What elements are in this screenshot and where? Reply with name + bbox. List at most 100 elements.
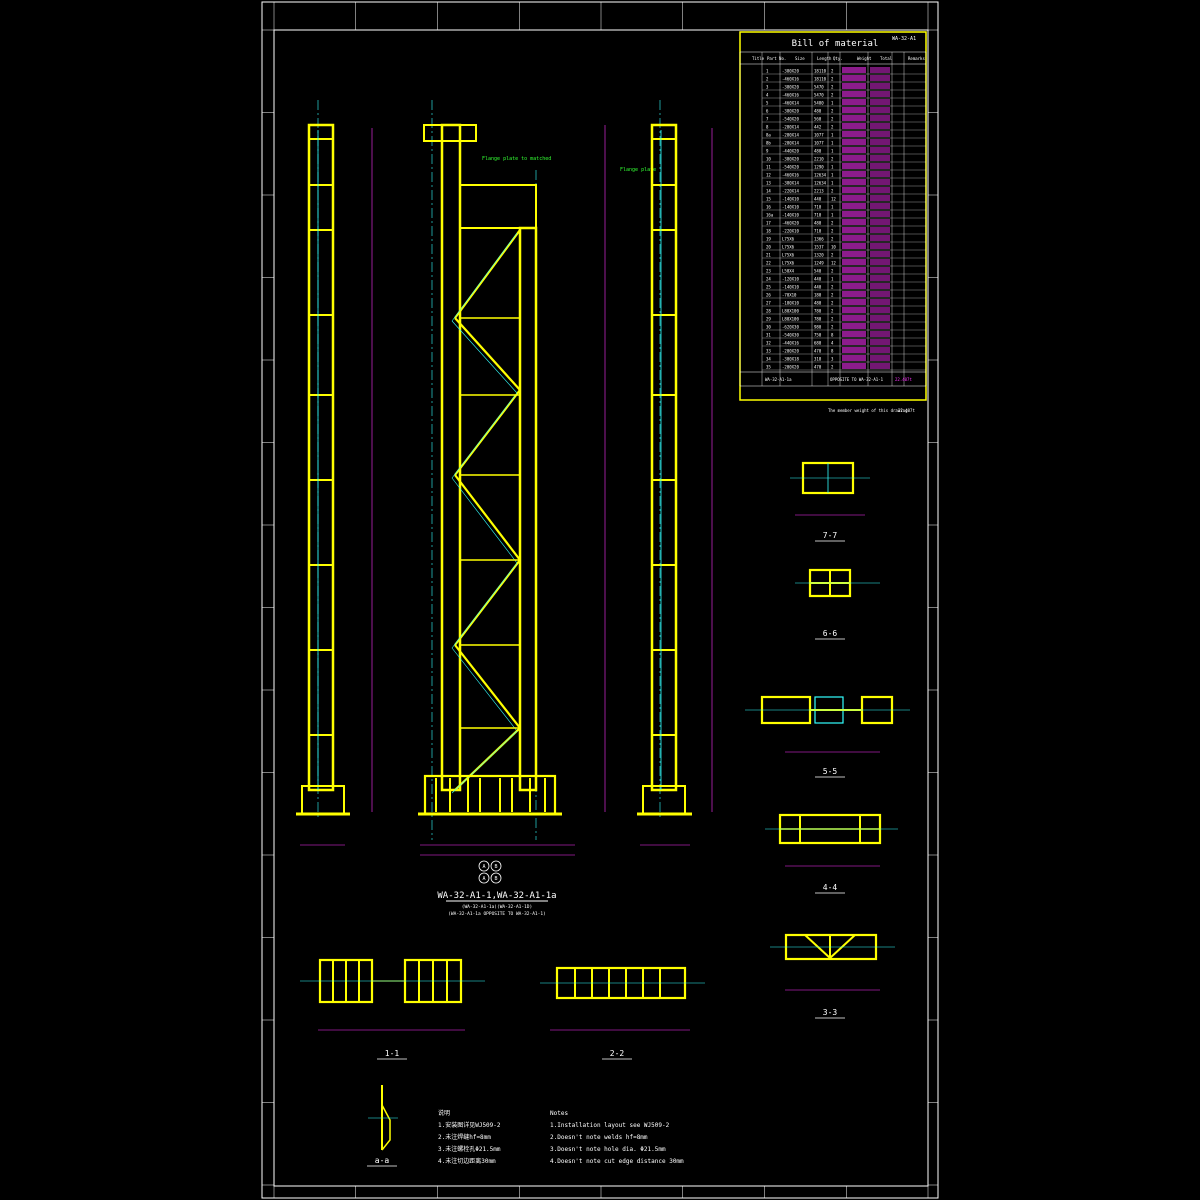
bom-part-no: 12 [766,172,771,177]
section-4-4: 4-4 [765,813,898,894]
truss-diagonal [454,559,521,646]
section-6-6-label: 6-6 [823,629,838,638]
bom-length: 710 [814,204,822,209]
truss-horizontal-struts [460,317,520,729]
bom-part-no: 4 [766,92,769,97]
bom-weight-cell [842,83,866,89]
bom-weight-cell [842,147,866,153]
bom-total-cell [870,323,890,329]
bom-qty: 2 [831,308,834,313]
bom-length: 780 [814,308,822,313]
bill-of-material: Bill of material WA-32-A1 Title Part No.… [739,31,927,413]
bom-qty: 1 [831,276,834,281]
bom-part-no: 31 [766,332,771,337]
bom-part-no: 5 [766,100,769,105]
bom-footer-left: WA-32-A1-1a [765,377,792,382]
bom-part-no: 35 [766,364,771,369]
bom-qty: 2 [831,268,834,273]
bom-length: 440 [814,196,822,201]
bom-weight-cell [842,355,866,361]
bom-total-cell [870,227,890,233]
bom-total-cell [870,75,890,81]
bom-size: -140X10 [782,196,799,201]
bom-size: -380X20 [782,84,799,89]
section-4-4-label: 4-4 [823,883,838,892]
bom-weight-cell [842,331,866,337]
left-column-elevation [296,100,373,846]
notes-en-title: Notes [550,1110,568,1117]
notes-cn-item-3: 3.未注螺栓孔Φ21.5mm [438,1145,501,1153]
bom-part-no: 29 [766,316,771,321]
bom-total-cell [870,187,890,193]
section-2-2-label: 2-2 [610,1049,625,1058]
bom-part-no: 2 [766,76,769,81]
bom-part-no: 28 [766,308,771,313]
bom-total-cell [870,251,890,257]
bom-part-no: 27 [766,300,771,305]
truss-top-cap [423,124,477,142]
bom-qty: 1 [831,100,834,105]
bom-length: 1077 [814,132,824,137]
bom-qty: 2 [831,108,834,113]
bom-part-no: 24 [766,276,771,281]
bom-qty: 1 [831,180,834,185]
bom-part-no: 8 [766,124,769,129]
truss-diagonal [454,229,521,319]
axis-bubble-a1 [478,860,490,872]
section-6-6: 6-6 [795,568,880,640]
bom-header-total: Total [880,56,893,61]
bom-length: 1249 [814,260,824,265]
notes-en-item-3: 3.Doesn't note hole dia. Φ21.5mm [550,1146,666,1153]
bom-part-no: 21 [766,252,771,257]
bom-size: -380X20 [782,108,799,113]
axis-bubble-b1 [490,860,502,872]
bom-weight-cell [842,123,866,129]
bom-part-no: 34 [766,356,771,361]
bom-part-no: 16a [766,212,774,217]
truss-diagonal-centerline [451,730,518,794]
bom-total-cell [870,139,890,145]
bom-part-no: 14 [766,188,771,193]
bom-length: 5470 [814,84,824,89]
bom-size: L75X6 [782,244,795,249]
bom-total-cell [870,179,890,185]
bom-total-cell [870,147,890,153]
bom-total-cell [870,347,890,353]
center-truss-elevation: Flange plate to matched Flange plate A B… [418,100,656,917]
bom-total-cell [870,307,890,313]
bom-size: -220X10 [782,228,799,233]
bom-header-qty: Qty. [833,56,843,61]
section-1-1: 1-1 [300,958,485,1060]
truss-bracket [459,184,537,229]
truss-diagonal [454,317,521,391]
bom-length: 710 [814,228,822,233]
bom-qty: 2 [831,292,834,297]
axis-label-a1: A [482,864,485,870]
bom-header-row: Title Part No. Size Length Qty. Weight T… [752,56,925,61]
bom-qty: 2 [831,236,834,241]
bom-size: -140X10 [782,204,799,209]
bom-qty: 10 [831,244,836,249]
truss-diagonal-centerline [451,562,518,649]
bom-qty: 1 [831,148,834,153]
bom-size: -460X16 [782,76,799,81]
bom-size: -460X16 [782,92,799,97]
bom-total-cell [870,243,890,249]
main-view-title: WA-32-A1-1,WA-32-A1-1a [437,891,556,901]
bom-length: 560 [814,116,822,121]
bom-length: 12634 [814,172,827,177]
bom-size: -70X10 [782,292,797,297]
bom-size: -140X10 [782,284,799,289]
bom-part-no: 32 [766,340,771,345]
bom-weight-cell [842,203,866,209]
bom-weight-cell [842,323,866,329]
section-5-5-label: 5-5 [823,767,838,776]
bom-size: -200X20 [782,364,799,369]
bom-size: -540X20 [782,116,799,121]
bom-part-no: 1 [766,68,769,73]
bom-length: 318 [814,356,822,361]
bom-part-no: 10 [766,156,771,161]
notes-en-item-1: 1.Installation layout see WJ509-2 [550,1122,670,1129]
bom-total-cell [870,131,890,137]
